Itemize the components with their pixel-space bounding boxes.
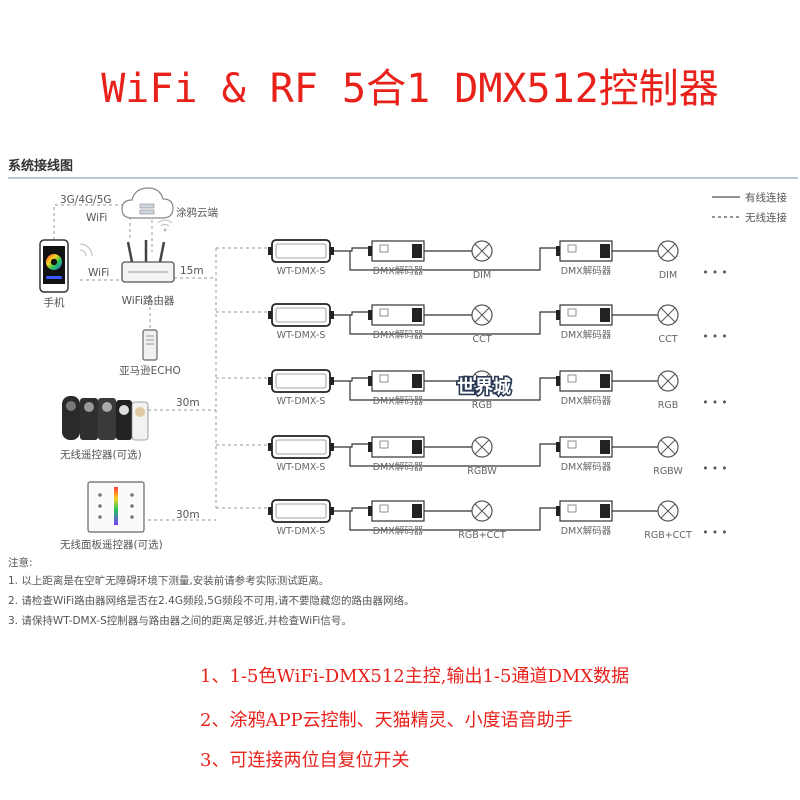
controller-label: WT-DMX-S	[277, 266, 326, 277]
wireless-links	[53, 204, 272, 521]
networks-label: 3G/4G/5G	[60, 194, 112, 206]
router-icon	[121, 240, 175, 283]
echo-label: 亚马逊ECHO	[119, 365, 181, 377]
remote-label: 无线遥控器(可选)	[60, 448, 142, 461]
controller-label: WT-DMX-S	[277, 462, 326, 473]
note-item-1: 1. 以上距离是在空旷无障碍环境下测量,安装前请参考实际测试距离。	[8, 574, 329, 587]
decoder-label: DMX解码器	[561, 525, 612, 537]
decoder-icon	[368, 304, 425, 326]
device-row: WT-DMX-S DMX解码器 RGB DMX解码器 RGB • • •	[268, 369, 728, 411]
light-type-label: RGBW	[467, 466, 497, 477]
watermark-text: 世界城	[457, 376, 511, 398]
feature-item-2: 2、涂鸦APP云控制、天猫精灵、小度语音助手	[200, 710, 573, 731]
controller-icon	[268, 239, 334, 263]
cloud-icon	[121, 187, 174, 219]
light-bulb-icon	[657, 240, 679, 262]
light-type-label: RGBW	[653, 466, 683, 477]
light-bulb-icon	[471, 436, 493, 458]
light-type-label: DIM	[659, 270, 677, 281]
router-label: WiFi路由器	[122, 294, 175, 307]
wall-panel-icon	[87, 481, 145, 533]
signal-icon-cloud	[157, 219, 173, 232]
light-bulb-icon	[657, 370, 679, 392]
light-bulb-icon	[471, 304, 493, 326]
controller-icon	[268, 499, 334, 523]
wifi-side-label: WiFi	[88, 267, 109, 279]
wifi-top-label: WiFi	[86, 212, 107, 224]
more-ellipsis: • • •	[702, 267, 727, 279]
controller-label: WT-DMX-S	[277, 330, 326, 341]
cloud-label: 涂鸦云端	[176, 206, 218, 219]
decoder-label: DMX解码器	[373, 329, 424, 341]
distance-15m-label: 15m	[180, 265, 204, 277]
device-row: WT-DMX-S DMX解码器 RGB+CCT DMX解码器 RGB+CCT • • •	[268, 499, 728, 541]
signal-icon-phone	[79, 243, 93, 257]
decoder-icon	[556, 240, 613, 262]
decoder-label: DMX解码器	[561, 395, 612, 407]
device-row: WT-DMX-S DMX解码器 DIM DMX解码器 DIM • • •	[268, 239, 728, 281]
decoder-label: DMX解码器	[373, 395, 424, 407]
distance-30m-label-b: 30m	[176, 509, 200, 521]
main-title: WiFi & RF 5合1 DMX512控制器	[101, 66, 719, 112]
light-type-label: RGB+CCT	[458, 530, 506, 541]
light-bulb-icon	[657, 500, 679, 522]
decoder-icon	[556, 370, 613, 392]
panel-label: 无线面板遥控器(可选)	[60, 538, 163, 551]
more-ellipsis: • • •	[702, 463, 727, 475]
feature-item-3: 3、可连接两位自复位开关	[200, 750, 409, 771]
remote-controllers-icon	[62, 396, 149, 441]
more-ellipsis: • • •	[702, 397, 727, 409]
note-item-3: 3. 请保持WT-DMX-S控制器与路由器之间的距离足够近,并检查WiFi信号。	[8, 614, 352, 627]
decoder-icon	[556, 304, 613, 326]
decoder-label: DMX解码器	[373, 525, 424, 537]
decoder-icon	[368, 436, 425, 458]
decoder-label: DMX解码器	[561, 265, 612, 277]
device-row: WT-DMX-S DMX解码器 CCT DMX解码器 CCT • • •	[268, 303, 728, 345]
decoder-label: DMX解码器	[373, 265, 424, 277]
controller-label: WT-DMX-S	[277, 526, 326, 537]
light-type-label: RGB	[472, 400, 492, 411]
notes-heading: 注意:	[8, 556, 33, 569]
light-bulb-icon	[657, 436, 679, 458]
controller-icon	[268, 369, 334, 393]
decoder-icon	[368, 240, 425, 262]
controller-label: WT-DMX-S	[277, 396, 326, 407]
more-ellipsis: • • •	[702, 331, 727, 343]
light-bulb-icon	[471, 240, 493, 262]
distance-30m-label-a: 30m	[176, 397, 200, 409]
legend-wireless-label: 无线连接	[745, 211, 787, 224]
legend: 有线连接 无线连接	[712, 191, 787, 224]
echo-icon	[142, 329, 158, 361]
legend-wired-label: 有线连接	[745, 191, 787, 204]
feature-item-1: 1、1-5色WiFi-DMX512主控,输出1-5通道DMX数据	[200, 666, 629, 687]
decoder-icon	[368, 500, 425, 522]
device-rows: WT-DMX-S DMX解码器 DIM DMX解码器 DIM • • • WT-DMX-S D…	[268, 239, 728, 541]
light-type-label: CCT	[658, 334, 677, 345]
phone-label: 手机	[44, 296, 65, 309]
decoder-label: DMX解码器	[373, 461, 424, 473]
light-type-label: DIM	[473, 270, 491, 281]
light-type-label: RGB+CCT	[644, 530, 692, 541]
light-bulb-icon	[471, 370, 493, 392]
controller-icon	[268, 303, 334, 327]
light-type-label: CCT	[472, 334, 491, 345]
decoder-label: DMX解码器	[561, 461, 612, 473]
note-item-2: 2. 请检查WiFi路由器网络是否在2.4G频段,5G频段不可用,请不要隐藏您的…	[8, 594, 414, 607]
light-bulb-icon	[471, 500, 493, 522]
device-row: WT-DMX-S DMX解码器 RGBW DMX解码器 RGBW • • •	[268, 435, 728, 477]
more-ellipsis: • • •	[702, 527, 727, 539]
decoder-icon	[556, 436, 613, 458]
section-title: 系统接线图	[8, 158, 73, 174]
phone-icon	[39, 239, 69, 293]
light-type-label: RGB	[658, 400, 678, 411]
decoder-icon	[368, 370, 425, 392]
controller-icon	[268, 435, 334, 459]
decoder-icon	[556, 500, 613, 522]
decoder-label: DMX解码器	[561, 329, 612, 341]
light-bulb-icon	[657, 304, 679, 326]
